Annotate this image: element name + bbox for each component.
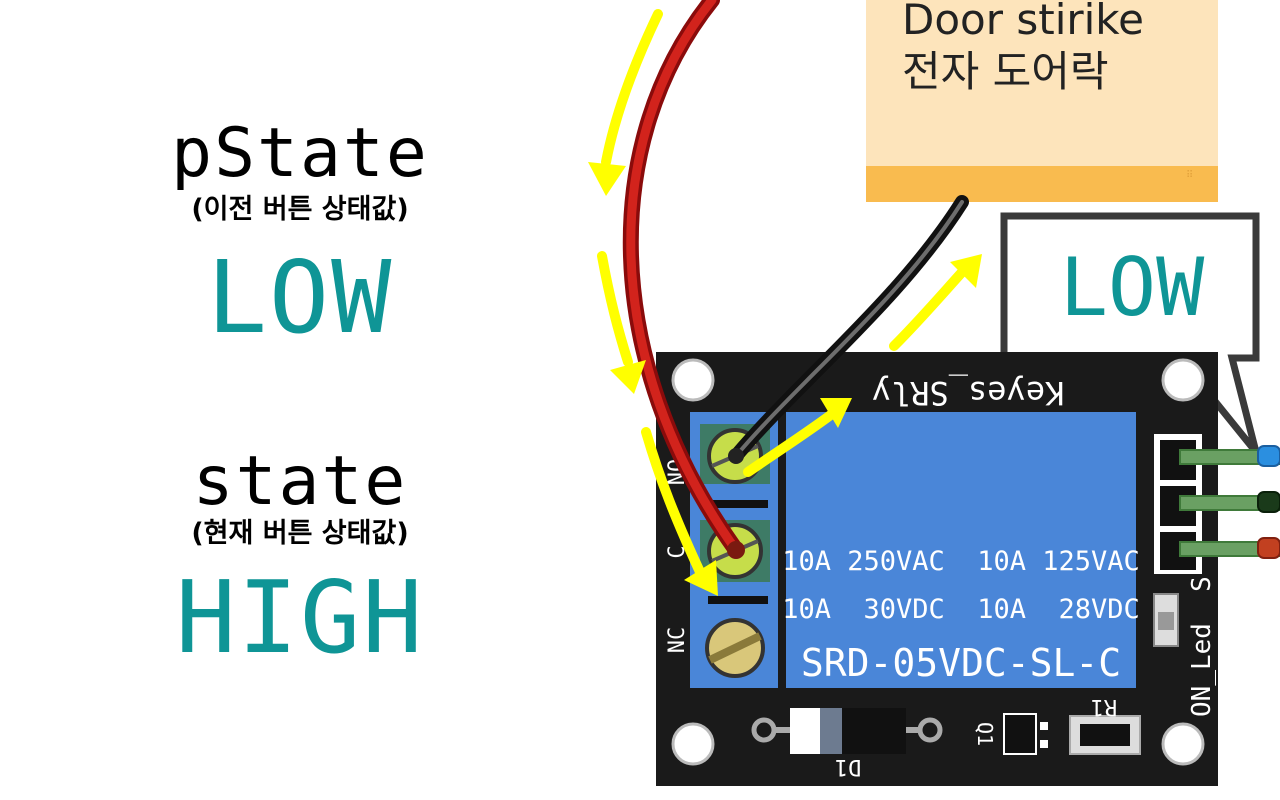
note-line-1: Door stirike: [902, 0, 1144, 44]
note-footer: ⠿: [866, 166, 1218, 202]
terminal-label-c: C: [665, 545, 690, 558]
curr-state-name: state: [192, 442, 408, 521]
model-label: SRD-05VDC-SL-C: [801, 641, 1121, 685]
flow-arrow-icon: [889, 265, 969, 351]
mount-hole-icon: [671, 722, 715, 766]
pin-label-s: S: [1187, 576, 1217, 592]
current-flow-arrows: [597, 9, 969, 577]
bubble-value: LOW: [1059, 241, 1205, 334]
diode-label: D1: [835, 754, 862, 779]
mount-hole-icon: [671, 358, 715, 402]
prev-state-value: LOW: [206, 239, 394, 356]
resize-grip-icon: ⠿: [1186, 170, 1194, 181]
transistor-body: [1003, 713, 1037, 755]
relay-module: Keyes_SRly 10A 250VAC 10A 125VAC 10A 30V…: [656, 352, 1280, 786]
jumper-wire-3: [1179, 541, 1280, 557]
curr-state-value: HIGH: [175, 559, 425, 676]
flow-arrow-icon: [597, 251, 633, 367]
mount-hole-icon: [1161, 722, 1205, 766]
mount-hole-icon: [1161, 358, 1205, 402]
jumper-wire-1: [1179, 449, 1280, 465]
jumper-wire-2: [1179, 495, 1280, 511]
resistor-label: R1: [1091, 694, 1118, 719]
note-line-2: 전자 도어락: [902, 47, 1109, 96]
terminal-label-nc: NC: [665, 627, 690, 654]
rating-line-2: 10A 30VDC 10A 28VDC: [782, 594, 1140, 625]
flow-arrow-icon: [601, 9, 663, 167]
note-text: Door stirike 전자 도어락: [902, 0, 1144, 98]
door-strike-note: Door stirike 전자 도어락 ⠿: [866, 0, 1218, 202]
transistor-label: Q1: [973, 722, 997, 746]
prev-state-name: pState: [171, 114, 429, 193]
curr-state-desc: (현재 버튼 상태값): [191, 518, 409, 549]
flow-arrow-icon: [743, 409, 837, 477]
led-label: ON_Led: [1187, 623, 1217, 717]
brand-label: Keyes_SRly: [872, 374, 1065, 412]
rating-line-1: 10A 250VAC 10A 125VAC: [782, 546, 1140, 577]
relay-body: [786, 412, 1136, 688]
flow-arrow-icon: [641, 427, 705, 577]
prev-state-desc: (이전 버튼 상태값): [191, 194, 409, 225]
